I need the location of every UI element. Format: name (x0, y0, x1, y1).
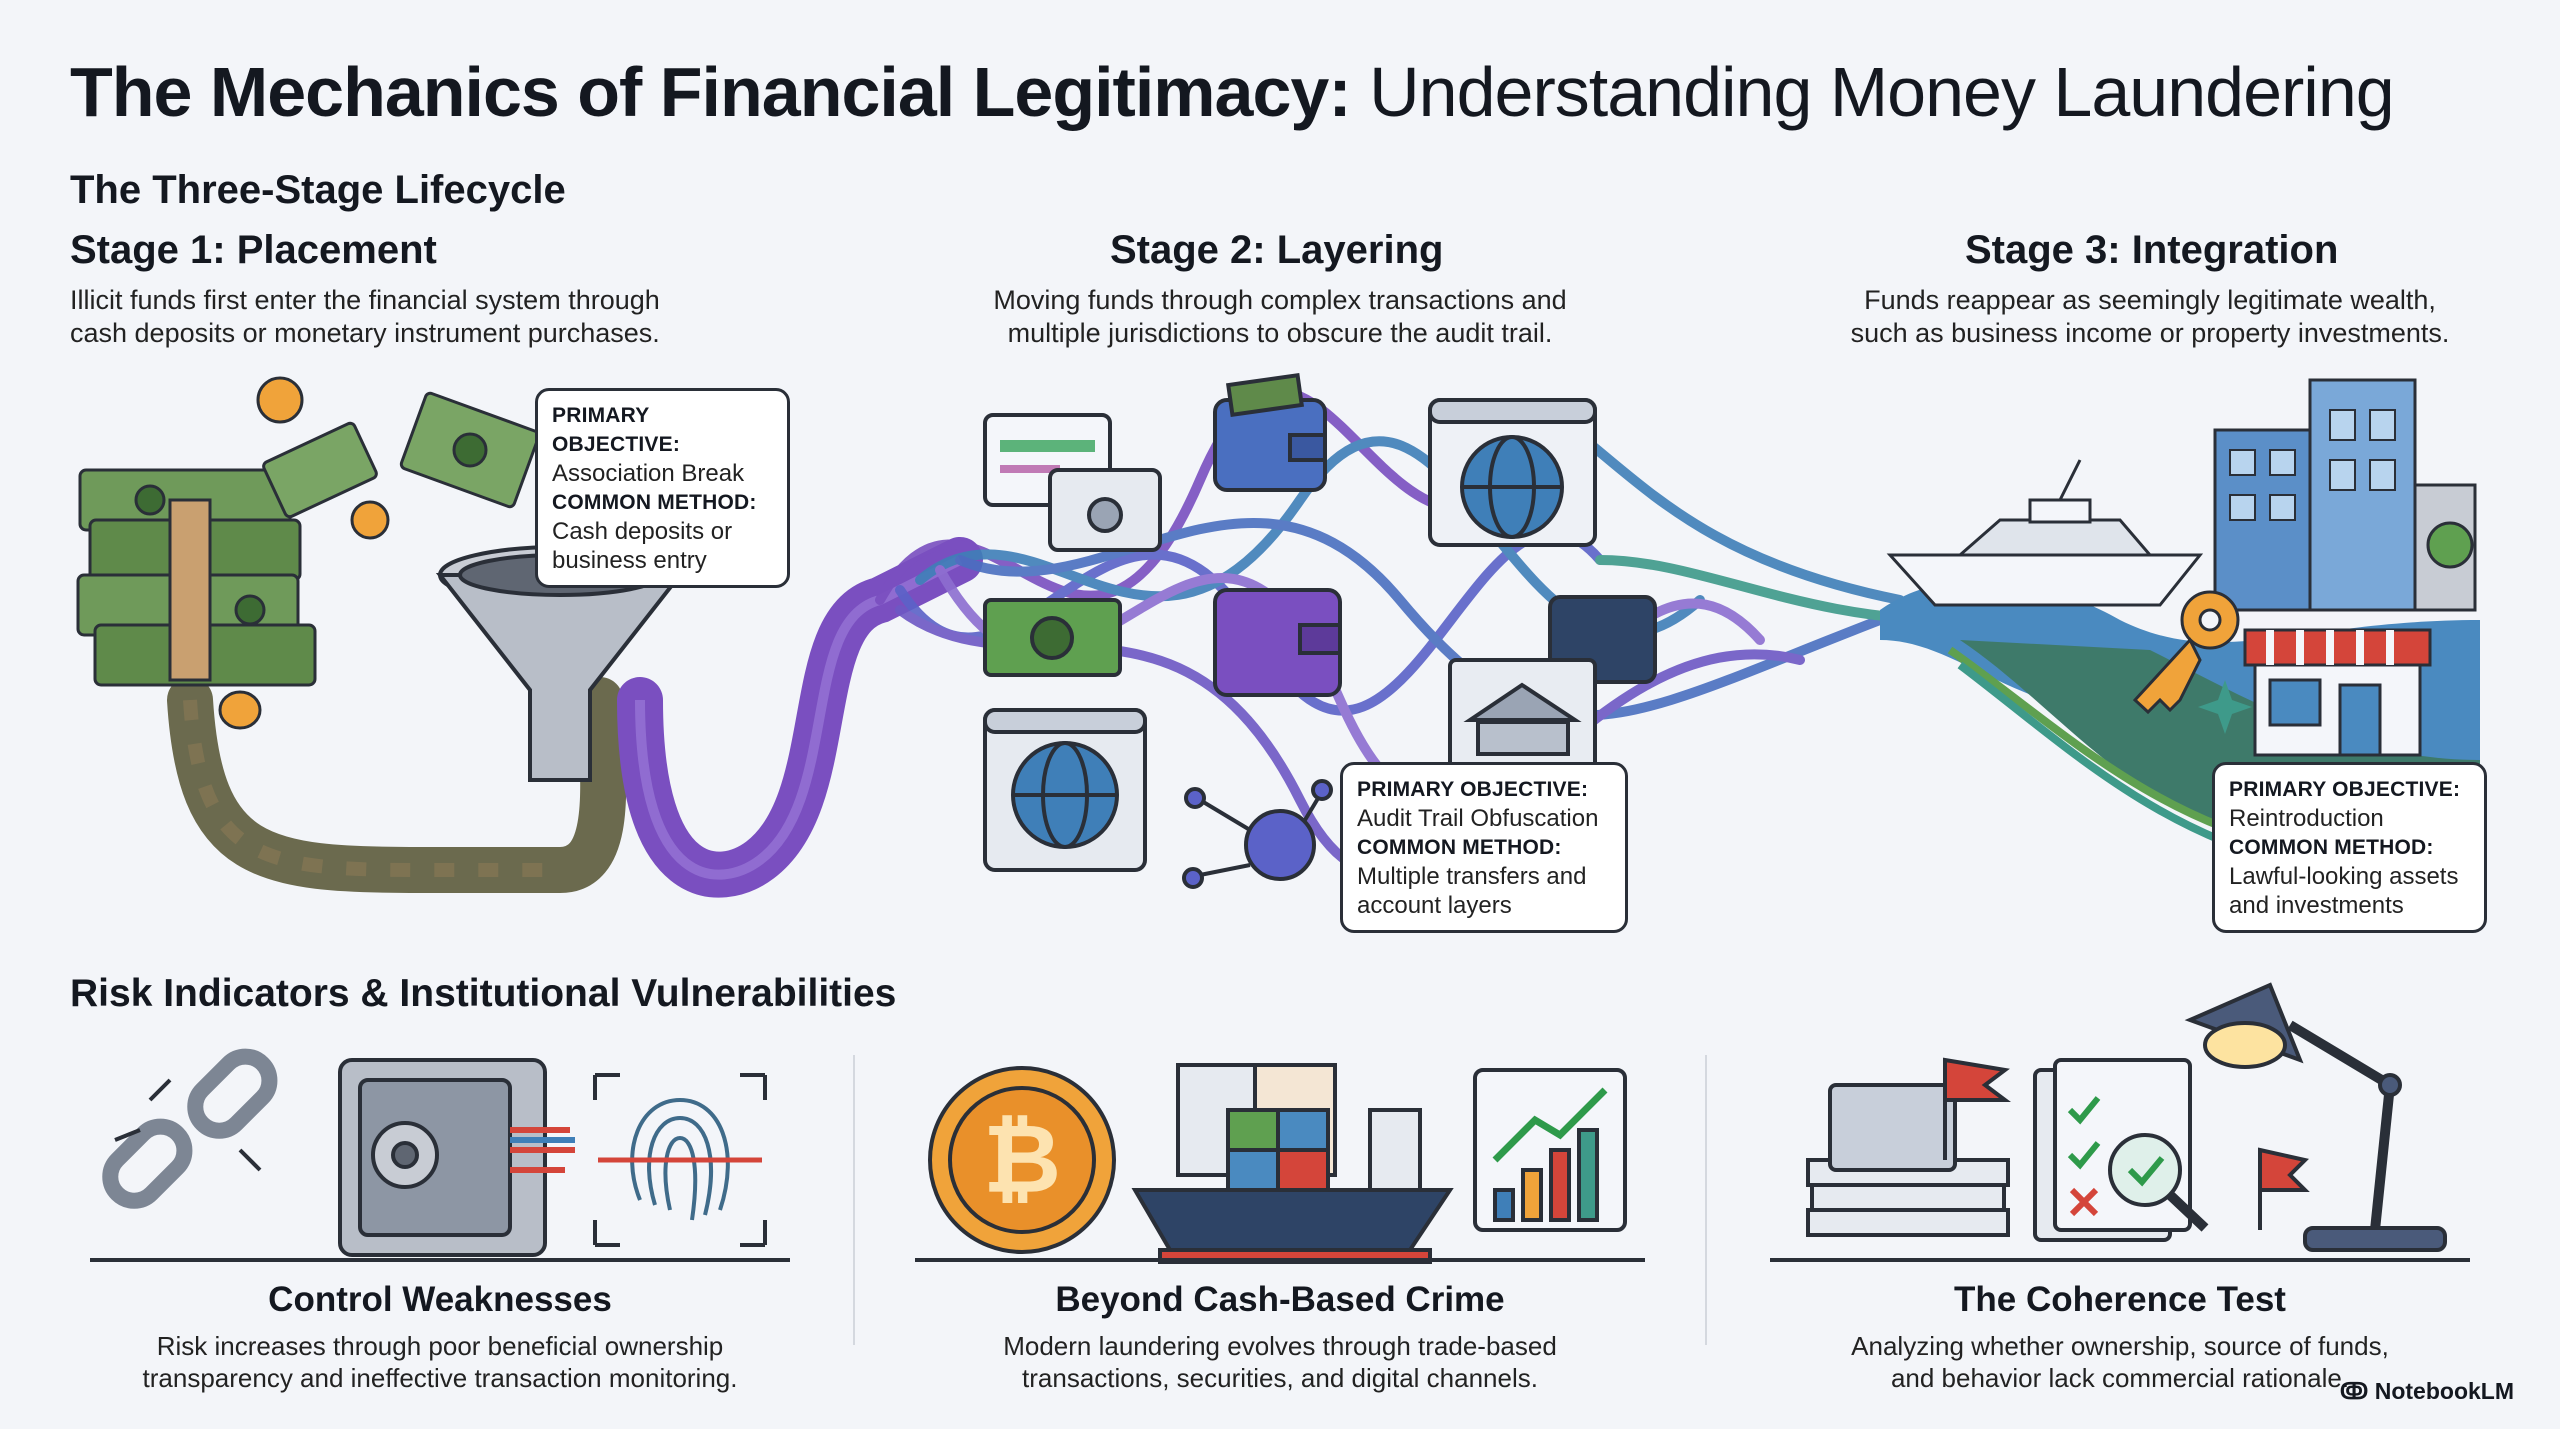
column-baseline (90, 1258, 790, 1262)
objective-key: PRIMARY OBJECTIVE: (552, 404, 681, 456)
stage-2-desc: Moving funds through complex transaction… (980, 284, 1580, 350)
bitcoin-icon: ₿ (928, 1066, 1116, 1254)
bank-document-node-icon (1448, 658, 1597, 772)
risk-2-desc: Modern laundering evolves through trade-… (915, 1330, 1645, 1394)
method-value: and investments (2229, 892, 2404, 919)
storefront-icon (2243, 628, 2432, 757)
method-key: COMMON METHOD: (1357, 836, 1562, 859)
column-divider (853, 1055, 855, 1345)
cargo-ship-icon (1131, 1063, 1454, 1264)
risk-1-desc: Risk increases through poor beneficial o… (90, 1330, 790, 1394)
risk-2-desc-line: Modern laundering evolves through trade-… (1003, 1331, 1557, 1361)
brand-name: NotebookLM (2374, 1378, 2514, 1404)
column-baseline (915, 1258, 1645, 1262)
wallet-node-icon (1213, 373, 1327, 492)
method-value: Cash deposits or (552, 518, 733, 545)
stage-3-title: Stage 3: Integration (1965, 228, 2339, 272)
risk-1-desc-line: Risk increases through poor beneficial o… (156, 1331, 724, 1361)
title-normal: Understanding Money Laundering (1369, 53, 2395, 131)
risk-1-desc-line: transparency and ineffective transaction… (142, 1363, 738, 1393)
cash-pile-icon (76, 468, 317, 687)
risk-3-desc: Analyzing whether ownership, source of f… (1770, 1330, 2470, 1394)
stage-3-desc: Funds reappear as seemingly legitimate w… (1830, 284, 2470, 350)
risk-3-desc-line: and behavior lack commercial rationale. (1890, 1363, 2350, 1393)
brand-logo: ↂ NotebookLM (2340, 1378, 2514, 1405)
building-icon (2213, 378, 2477, 612)
stock-chart-icon (1473, 1068, 1627, 1232)
lifecycle-illustration (76, 373, 2480, 898)
objective-value: Association Break (552, 460, 745, 487)
risk-heading: Risk Indicators & Institutional Vulnerab… (70, 972, 897, 1015)
method-key: COMMON METHOD: (552, 491, 757, 514)
stage-2-title: Stage 2: Layering (1110, 228, 1444, 272)
method-value: Multiple transfers and (1357, 863, 1587, 890)
stage-1-desc-line: cash deposits or monetary instrument pur… (70, 318, 660, 348)
column-baseline (1770, 1258, 2470, 1262)
checklist-magnifier-icon (2033, 1058, 2209, 1242)
coin-icon (218, 376, 390, 730)
key-icon (2132, 590, 2240, 715)
stage-1-title: Stage 1: Placement (70, 228, 437, 272)
flying-banknote-icon (262, 391, 541, 519)
objective-value: Reintroduction (2229, 805, 2384, 832)
page-title: The Mechanics of Financial Legitimacy: U… (70, 52, 2395, 132)
broken-chain-icon (102, 1048, 278, 1209)
column-divider (1705, 1055, 1707, 1345)
purple-wallet-node-icon (1213, 588, 1342, 697)
risk-2-title: Beyond Cash-Based Crime (1055, 1280, 1505, 1319)
risk-1-title: Control Weaknesses (268, 1280, 612, 1319)
document-stack-icon (1806, 1057, 2011, 1237)
objective-key: PRIMARY OBJECTIVE: (2229, 778, 2461, 801)
method-value: business entry (552, 547, 707, 574)
stage-1-callout: PRIMARY OBJECTIVE: Association Break COM… (535, 388, 790, 588)
stage-2-callout: PRIMARY OBJECTIVE: Audit Trail Obfuscati… (1340, 762, 1628, 933)
method-value: account layers (1357, 892, 1512, 919)
fingerprint-icon (593, 1073, 767, 1247)
risk-3-title: The Coherence Test (1954, 1280, 2286, 1319)
id-card-node-icon (1048, 468, 1162, 552)
method-value: Lawful-looking assets (2229, 863, 2459, 890)
svg-text:₿: ₿ (983, 1106, 1061, 1213)
stage-1-desc: Illicit funds first enter the financial … (70, 284, 660, 350)
desk-lamp-icon (2184, 982, 2447, 1252)
stage-1-desc-line: Illicit funds first enter the financial … (70, 285, 660, 315)
banknote-node-icon (983, 598, 1122, 677)
tree-icon (2426, 521, 2474, 569)
method-key: COMMON METHOD: (2229, 836, 2434, 859)
sparkle-icon (2198, 680, 2252, 734)
network-hub-node-icon (1182, 779, 1333, 889)
vault-icon (338, 1058, 575, 1257)
objective-value: Audit Trail Obfuscation (1357, 805, 1599, 832)
stage-2-desc-line: multiple jurisdictions to obscure the au… (1007, 318, 1553, 348)
yacht-icon (1886, 459, 2204, 607)
globe-browser-node-icon-2 (983, 708, 1147, 872)
stage-3-callout: PRIMARY OBJECTIVE: Reintroduction COMMON… (2212, 762, 2487, 933)
globe-browser-node-icon (1428, 398, 1597, 547)
brand-icon: ↂ (2339, 1378, 2369, 1404)
risk-2-desc-line: transactions, securities, and digital ch… (1022, 1363, 1538, 1393)
objective-key: PRIMARY OBJECTIVE: (1357, 778, 1589, 801)
stage-3-desc-line: Funds reappear as seemingly legitimate w… (1864, 285, 2436, 315)
title-bold: The Mechanics of Financial Legitimacy: (70, 53, 1352, 131)
lifecycle-heading: The Three-Stage Lifecycle (70, 168, 566, 212)
stage-3-desc-line: such as business income or property inve… (1850, 318, 2450, 348)
stage-2-desc-line: Moving funds through complex transaction… (993, 285, 1567, 315)
risk-3-desc-line: Analyzing whether ownership, source of f… (1851, 1331, 2389, 1361)
